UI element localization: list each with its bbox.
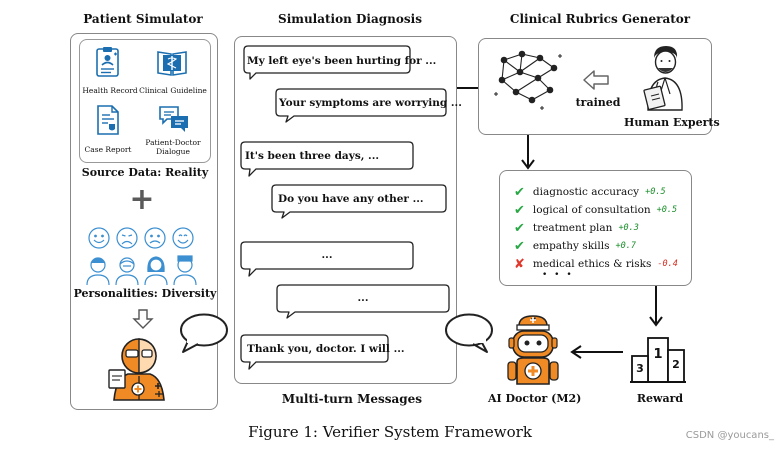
check-icon: ✔ (514, 220, 525, 236)
emotion-faces (88, 227, 194, 249)
hollow-down-arrow-icon (132, 309, 154, 329)
case-report-label: Case Report (84, 145, 132, 154)
cross-icon: ✘ (514, 256, 525, 272)
simulation-diagnosis-title: Simulation Diagnosis (278, 12, 422, 26)
message-text-3: It's been three days, ... (245, 150, 380, 162)
message-text-6: ... (357, 292, 369, 304)
personality-avatars (86, 255, 197, 286)
rubric-score: +0.5 (656, 205, 678, 215)
check-icon: ✔ (514, 202, 525, 218)
ai-doctor-robot-icon (507, 315, 559, 385)
message-text-2: Your symptoms are worrying ... (279, 97, 462, 109)
person-icon-1 (86, 257, 110, 286)
dialogue-icon (159, 106, 188, 132)
arrow-to-reward (649, 286, 663, 327)
message-text-7: Thank you, doctor. I will ... (247, 343, 405, 355)
watermark: CSDN @youcans_ (685, 430, 774, 441)
rubric-item-logical-consultation: ✔ logical of consultation +0.5 (514, 202, 677, 218)
message-text-4: Do you have any other ... (278, 193, 424, 205)
chat-bubble-icon-right (445, 313, 493, 353)
podium-first-number: 1 (653, 347, 662, 362)
dialogue-label-line2: Dialogue (156, 147, 190, 156)
check-icon: ✔ (514, 238, 525, 254)
multi-turn-messages-label: Multi-turn Messages (281, 392, 423, 406)
arrow-to-rubric-list (521, 135, 535, 170)
arrow-to-ai-doctor (570, 345, 623, 359)
human-experts-label: Human Experts (624, 116, 720, 129)
rubric-score: +0.3 (618, 223, 639, 233)
health-record-label: Health Record (82, 86, 138, 95)
message-bubble-2 (275, 88, 447, 123)
worried-face-icon (144, 227, 166, 249)
clinical-guideline-icon (157, 51, 187, 76)
message-bubble-4 (271, 184, 447, 219)
person-icon-4 (173, 255, 197, 286)
rubric-score: +0.5 (645, 187, 666, 197)
message-bubble-5 (240, 241, 414, 277)
rubric-label: medical ethics & risks (532, 258, 652, 270)
personalities-label: Personalities: Diversity (73, 287, 217, 300)
rubric-item-treatment-plan: ✔ treatment plan +0.3 (514, 220, 639, 236)
message-bubble-6 (276, 284, 450, 319)
podium-third-number: 3 (636, 362, 644, 375)
podium-second-number: 2 (672, 358, 680, 371)
rubric-label: treatment plan (532, 222, 613, 234)
chat-bubble-icon-left (180, 313, 228, 353)
message-text-5: ... (321, 249, 333, 261)
dialogue-label-line1: Patient-Doctor (145, 138, 201, 147)
message-text-1: My left eye's been hurting for ... (247, 55, 437, 67)
patient-simulator-title: Patient Simulator (83, 12, 203, 26)
human-expert-doctor-icon (643, 46, 683, 111)
source-data-box (79, 39, 211, 163)
trained-label: trained (575, 96, 621, 109)
message-bubble-3 (240, 141, 414, 177)
patient-robot-icon (108, 338, 165, 401)
smiling-face-icon (172, 227, 194, 249)
sad-face-icon (116, 227, 138, 249)
case-report-icon (97, 105, 119, 135)
reward-podium-icon: 1 2 3 (630, 337, 686, 383)
person-icon-2 (115, 257, 139, 286)
rubric-item-empathy-skills: ✔ empathy skills +0.7 (514, 238, 636, 254)
source-data-label: Source Data: Reality (81, 166, 209, 179)
rubric-list-panel: ✔ diagnostic accuracy +0.5 ✔ logical of … (499, 170, 692, 286)
rubric-item-medical-ethics: ✘ medical ethics & risks -0.4 (514, 256, 678, 272)
rubrics-generator-title: Clinical Rubrics Generator (509, 12, 691, 26)
figure-caption: Figure 1: Verifier System Framework (248, 423, 532, 441)
check-icon: ✔ (514, 184, 525, 200)
message-bubble-1 (243, 45, 411, 80)
plus-sign: + (129, 182, 155, 217)
rubric-label: empathy skills (532, 240, 610, 252)
rubric-more-dots: • • • (542, 270, 574, 280)
neural-network-icon (494, 50, 562, 110)
hollow-left-arrow-icon (583, 70, 609, 90)
health-record-icon (96, 47, 119, 77)
happy-face-icon (88, 227, 110, 249)
person-icon-3 (144, 256, 168, 286)
clinical-guideline-label: Clinical Guideline (139, 86, 207, 95)
ai-doctor-label: AI Doctor (M2) (488, 392, 582, 405)
rubric-item-diagnostic-accuracy: ✔ diagnostic accuracy +0.5 (514, 184, 666, 200)
rubric-score: +0.7 (615, 241, 637, 251)
message-bubbles (240, 45, 450, 370)
reward-label: Reward (636, 392, 684, 405)
rubric-label: logical of consultation (532, 204, 651, 216)
rubric-score: -0.4 (657, 259, 678, 269)
message-bubble-7 (240, 334, 389, 370)
rubric-label: diagnostic accuracy (532, 186, 640, 198)
